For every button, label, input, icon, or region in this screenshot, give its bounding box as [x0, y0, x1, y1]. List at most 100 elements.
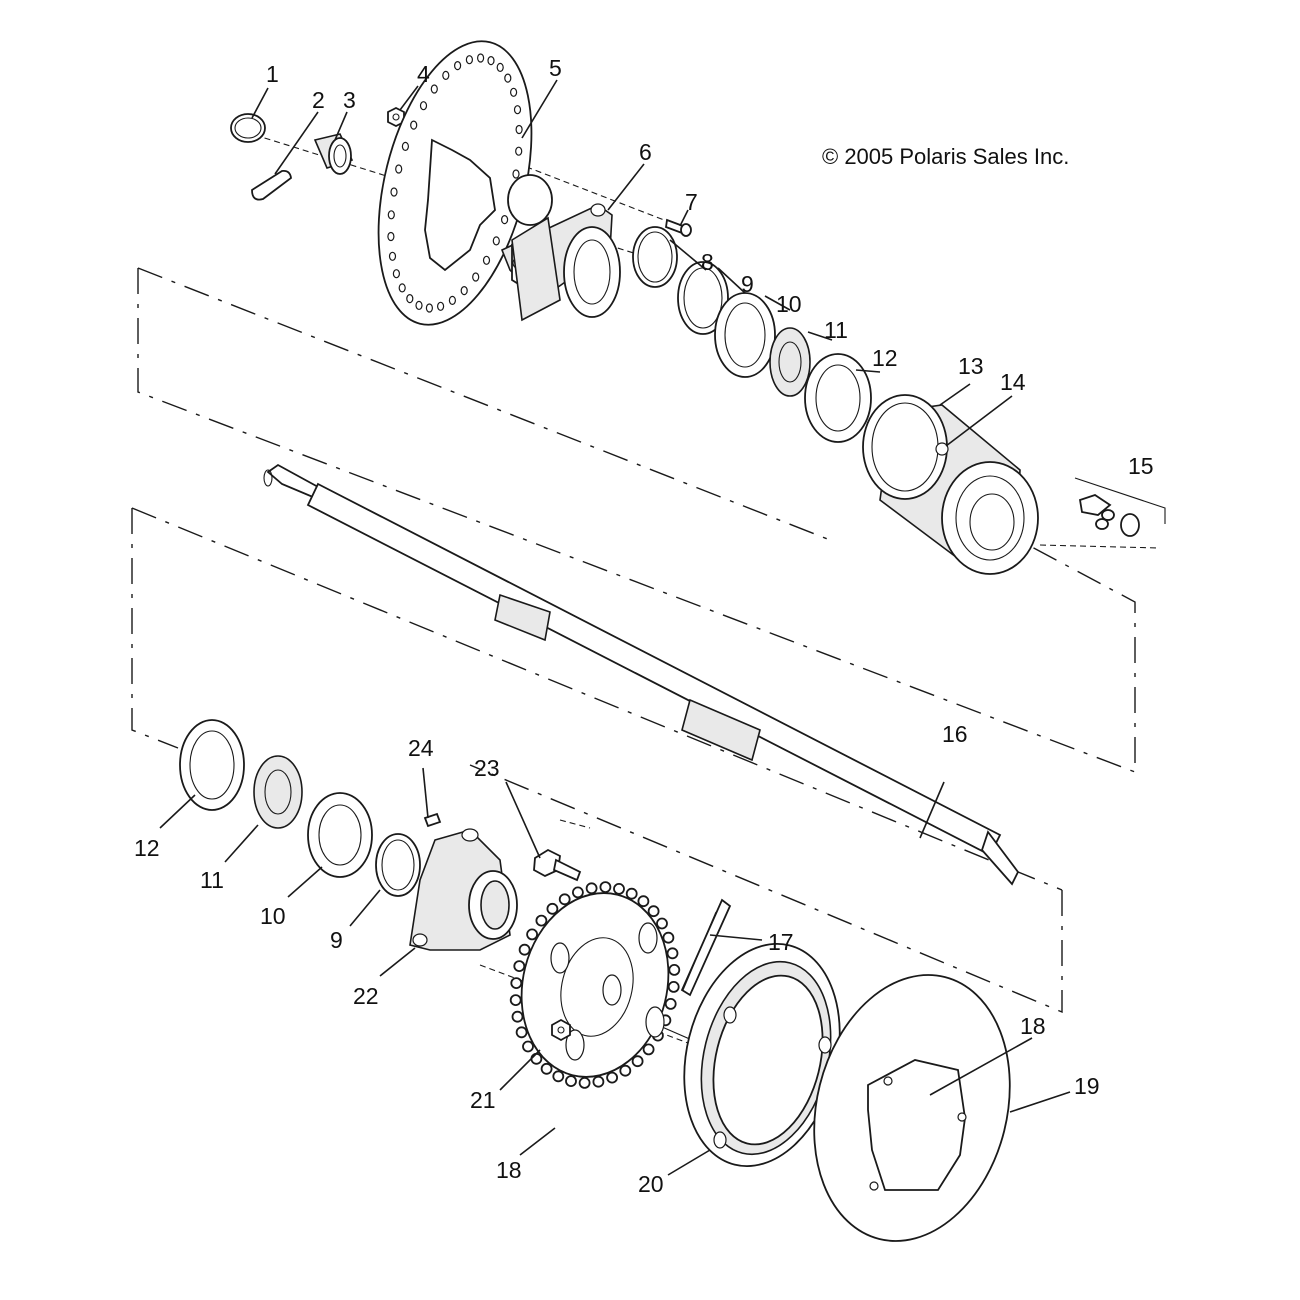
sprocket-tooth	[662, 931, 675, 944]
disc-vent-hole	[392, 269, 400, 279]
callout-10-lower: 10	[260, 903, 286, 929]
part-8-circlip	[632, 226, 678, 288]
sprocket-tooth	[509, 994, 522, 1006]
part-17-chain	[680, 898, 732, 997]
sprocket-lightening-hole	[602, 974, 622, 1006]
disc-vent-hole	[501, 215, 509, 225]
disc-vent-hole	[387, 231, 395, 242]
part-22-hub-flange	[409, 828, 518, 951]
sprocket-tooth	[585, 882, 598, 895]
callout-10: 10	[776, 291, 802, 317]
callout-3: 3	[343, 87, 356, 113]
part-6-hub-carrier	[500, 174, 621, 322]
disc-vent-hole	[398, 283, 406, 293]
sprocket-tooth	[625, 887, 638, 900]
sprocket-tooth	[515, 1026, 528, 1039]
part-20-guard-ring	[683, 942, 841, 1168]
sprocket-tooth	[656, 917, 668, 930]
disc-vent-hole	[454, 60, 462, 71]
copyright-text: © 2005 Polaris Sales Inc.	[822, 144, 1069, 169]
disc-vent-hole	[492, 236, 500, 246]
disc-vent-hole	[477, 53, 485, 63]
sprocket-tooth	[546, 902, 559, 915]
part-3-lock-nut	[313, 133, 354, 175]
part-2-pin	[251, 169, 292, 201]
assembly-frame-upper	[137, 267, 1136, 774]
sprocket-tooth	[552, 1070, 565, 1083]
threaded-collar	[511, 216, 561, 322]
part-11b-roller-bearing	[253, 755, 303, 829]
callout-2: 2	[312, 87, 325, 113]
sprocket-tooth	[522, 1040, 534, 1053]
sprocket-tooth	[526, 928, 538, 941]
sprocket-tooth	[668, 964, 681, 976]
disc-vent-hole	[496, 62, 504, 73]
disc-vent-hole	[425, 303, 433, 313]
disc-vent-hole	[515, 146, 523, 156]
disc-vent-hole	[482, 255, 491, 265]
sprocket-lightening-hole	[550, 942, 570, 974]
callout-22: 22	[353, 983, 379, 1009]
part-7-bolt	[665, 218, 692, 237]
disc-vent-hole	[387, 210, 395, 220]
callout-9-lower: 9	[330, 927, 343, 953]
sprocket-tooth	[619, 1064, 632, 1077]
sprocket-tooth	[565, 1075, 577, 1087]
sprocket-tooth	[664, 998, 677, 1010]
callout-6: 6	[639, 139, 652, 165]
callout-18-left: 18	[496, 1157, 522, 1183]
sprocket-tooth	[572, 886, 584, 899]
callout-21: 21	[470, 1087, 496, 1113]
sprocket-tooth	[631, 1055, 644, 1068]
disc-vent-hole	[509, 87, 518, 97]
callout-17: 17	[768, 929, 794, 955]
disc-vent-hole	[487, 55, 495, 66]
callout-14: 14	[1000, 369, 1026, 395]
part-19-rear-disc	[813, 974, 1011, 1242]
part-16-axle	[263, 463, 1020, 886]
disc-vent-hole	[415, 300, 423, 310]
disc-vent-hole	[388, 251, 397, 261]
sprocket-tooth	[647, 905, 660, 918]
disc-vent-hole	[513, 105, 522, 115]
callout-20: 20	[638, 1171, 664, 1197]
sprocket-lightening-hole	[645, 1006, 665, 1038]
callout-labels: 1 2 3 4 5 6 7 8 9 10 11 12 13 14 15 16 1…	[134, 55, 1154, 1197]
sprocket-tooth	[578, 1077, 591, 1089]
callout-13: 13	[958, 353, 984, 379]
sprocket-tooth	[510, 977, 523, 989]
part-13-bearing-housing	[862, 394, 1039, 575]
callout-4: 4	[417, 61, 430, 87]
disc-vent-hole	[465, 55, 473, 65]
disc-vent-hole	[472, 272, 480, 282]
sprocket-tooth	[606, 1071, 618, 1084]
callout-9: 9	[741, 271, 754, 297]
callout-12-lower: 12	[134, 835, 160, 861]
sprocket-tooth	[513, 960, 526, 972]
part-15-clip-set	[1074, 477, 1166, 537]
callout-16: 16	[942, 721, 968, 747]
disc-vent-hole	[406, 294, 414, 304]
sprocket-tooth	[667, 981, 680, 993]
callout-5: 5	[549, 55, 562, 81]
callout-7: 7	[685, 189, 698, 215]
disc-vent-hole	[442, 70, 450, 81]
disc-vent-hole	[460, 286, 468, 296]
sprocket-tooth	[535, 914, 548, 927]
sprocket-tooth	[530, 1052, 543, 1065]
part-24-bolt	[423, 812, 442, 828]
sprocket-tooth	[511, 1010, 524, 1023]
sprocket-tooth	[613, 883, 625, 895]
disc-vent-hole	[430, 84, 438, 94]
callout-15: 15	[1128, 453, 1154, 479]
part-1-snap-ring	[230, 113, 266, 143]
part-10-bearing-race	[714, 292, 776, 378]
part-23-bolt	[533, 848, 582, 882]
sprocket-tooth	[540, 1062, 553, 1075]
disc-vent-hole	[515, 124, 523, 135]
callout-23: 23	[474, 755, 500, 781]
part-9b-seal	[375, 833, 421, 897]
sprocket-tooth	[518, 943, 531, 956]
